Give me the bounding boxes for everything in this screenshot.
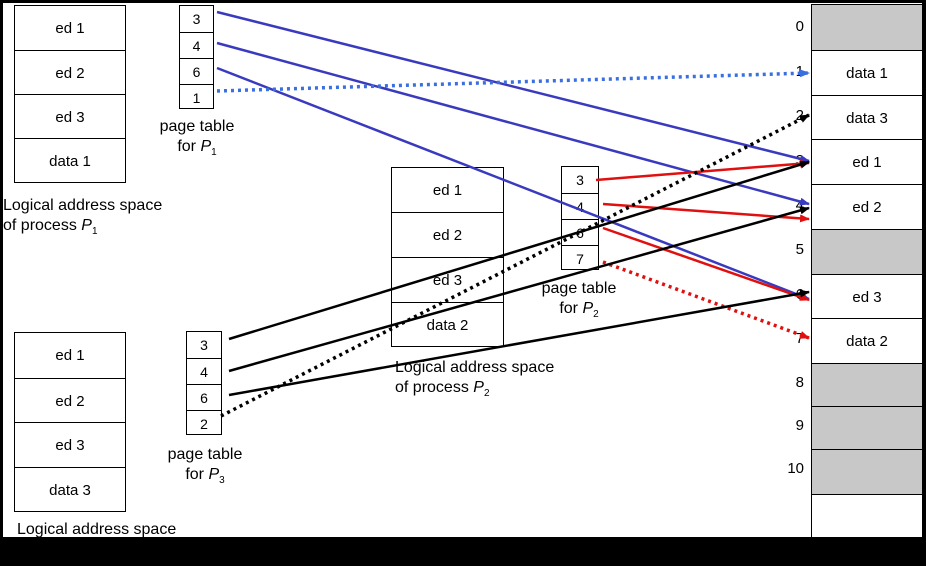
- p1-space-label: Logical address space of process P1: [3, 196, 162, 242]
- p3-pt-entry-1: 4: [187, 358, 221, 385]
- p1-pt-sub: 1: [211, 147, 217, 159]
- p1-page-2: ed 3: [15, 94, 125, 139]
- diagram-canvas: ed 1 ed 2 ed 3 data 1 Logical address sp…: [3, 3, 922, 561]
- frame-1: data 1: [812, 50, 922, 96]
- frame-4: ed 2: [812, 184, 922, 230]
- frame-number-0: 0: [795, 18, 804, 35]
- p2-pt-for: for: [559, 300, 583, 317]
- arrow-p3-ed3: [228, 289, 810, 397]
- p3-space-sub: 3: [105, 550, 112, 562]
- p2-space-proc: P: [473, 379, 484, 396]
- arrow-p3-data3: [220, 113, 810, 418]
- p2-pt-sub: 2: [593, 309, 599, 321]
- p1-pt-for: for: [177, 138, 201, 155]
- mapping-arrows: [216, 10, 810, 418]
- frame-number-1: 1: [795, 63, 804, 80]
- p1-logical-space: ed 1 ed 2 ed 3 data 1: [14, 5, 126, 183]
- p2-space-label-line1: Logical address space: [395, 359, 555, 376]
- p1-space-proc: P: [81, 217, 92, 234]
- p3-pt-entry-3: 2: [187, 410, 221, 436]
- p2-space-sub: 2: [483, 388, 490, 400]
- p2-pt-entry-1: 4: [562, 193, 598, 220]
- frame-number-9: 9: [795, 417, 804, 434]
- p3-space-label-line2: of process P3: [17, 540, 176, 566]
- p1-pt-entry-3: 1: [180, 84, 213, 110]
- frame-number-8: 8: [795, 374, 804, 391]
- frame-10: [812, 449, 922, 495]
- p3-pt-entry-2: 6: [187, 384, 221, 411]
- p1-pt-entry-1: 4: [180, 32, 213, 59]
- arrow-p2-ed3: [602, 226, 810, 302]
- p3-page-2: ed 3: [15, 422, 125, 468]
- arrow-p3-ed2: [228, 206, 810, 373]
- frame-number-4: 4: [795, 197, 804, 214]
- frame-unused: [812, 494, 922, 539]
- p2-pt-entry-3: 7: [562, 245, 598, 271]
- p3-pt-proc: P: [208, 466, 220, 483]
- p3-page-1: ed 2: [15, 378, 125, 423]
- arrow-p2-data2: [602, 260, 810, 340]
- p2-pt-label-line1: page table: [541, 280, 617, 297]
- arrow-p1-ed2: [216, 41, 810, 206]
- arrow-p1-data1: [216, 69, 810, 93]
- p2-pt-proc: P: [582, 300, 594, 317]
- p3-pt-entry-0: 3: [200, 337, 208, 353]
- frame-number-10: 10: [787, 460, 804, 477]
- p3-pt-label: page table for P3: [155, 445, 255, 491]
- p3-pt-sub: 3: [219, 475, 225, 487]
- frame-2: data 3: [812, 95, 922, 140]
- frame-3: ed 1: [812, 139, 922, 185]
- p2-page-2: ed 3: [392, 257, 503, 303]
- p3-pt-label-line2: for P3: [155, 465, 255, 491]
- p1-space-prefix: of process: [3, 217, 82, 234]
- p3-page-0: ed 1: [55, 347, 85, 364]
- arrow-p1-ed1: [216, 10, 810, 163]
- p2-pt-label-line2: for P2: [529, 299, 629, 325]
- p3-space-label: Logical address space of process P3: [17, 520, 176, 566]
- p3-space-label-line1: Logical address space: [17, 521, 177, 538]
- p1-page-0: ed 1: [55, 19, 85, 37]
- frame-9: [812, 406, 922, 450]
- p2-page-0: ed 1: [432, 181, 463, 199]
- p1-pt-proc: P: [200, 138, 212, 155]
- p1-space-sub: 1: [91, 226, 98, 238]
- p1-pt-entry-2: 6: [180, 58, 213, 85]
- p1-page-table: 3 4 6 1: [179, 5, 214, 109]
- p2-space-prefix: of process: [395, 379, 474, 396]
- p3-logical-space: ed 1 ed 2 ed 3 data 3: [14, 332, 126, 512]
- p2-pt-label: page table for P2: [529, 279, 629, 325]
- p2-page-table: 3 4 6 7: [561, 166, 599, 270]
- p1-page-3: data 1: [15, 138, 125, 184]
- p1-pt-entry-0: 3: [192, 11, 201, 27]
- frame-0: [812, 5, 922, 50]
- p3-space-prefix: of process: [17, 541, 96, 558]
- frame-7: data 2: [812, 318, 922, 364]
- p1-pt-label: page table for P1: [147, 117, 247, 163]
- p1-space-label-line2: of process P1: [3, 216, 162, 242]
- p3-space-proc: P: [95, 541, 106, 558]
- p3-page-3: data 3: [15, 467, 125, 513]
- physical-memory: data 1 data 3 ed 1 ed 2 ed 3 data 2: [811, 4, 922, 537]
- p2-page-3: data 2: [392, 302, 503, 348]
- p1-space-label-line1: Logical address space: [3, 197, 163, 214]
- p2-pt-entry-0: 3: [576, 172, 584, 188]
- frame-5: [812, 229, 922, 275]
- p1-pt-label-line2: for P1: [147, 137, 247, 163]
- p1-page-1: ed 2: [15, 50, 125, 95]
- arrow-p3-ed1: [228, 160, 810, 341]
- arrow-p2-ed1: [595, 159, 810, 182]
- p3-pt-label-line1: page table: [167, 446, 243, 463]
- p2-space-label: Logical address space of process P2: [395, 358, 554, 404]
- frame-number-5: 5: [795, 241, 804, 258]
- arrow-p1-ed3: [216, 66, 810, 301]
- p2-space-label-line2: of process P2: [395, 378, 554, 404]
- p3-pt-for: for: [185, 466, 209, 483]
- p2-page-1: ed 2: [392, 212, 503, 258]
- frame-6: ed 3: [812, 274, 922, 319]
- frame-8: [812, 363, 922, 407]
- p3-page-table: 3 4 6 2: [186, 331, 222, 435]
- p2-logical-space: ed 1 ed 2 ed 3 data 2: [391, 167, 504, 347]
- p1-pt-label-line1: page table: [159, 118, 235, 135]
